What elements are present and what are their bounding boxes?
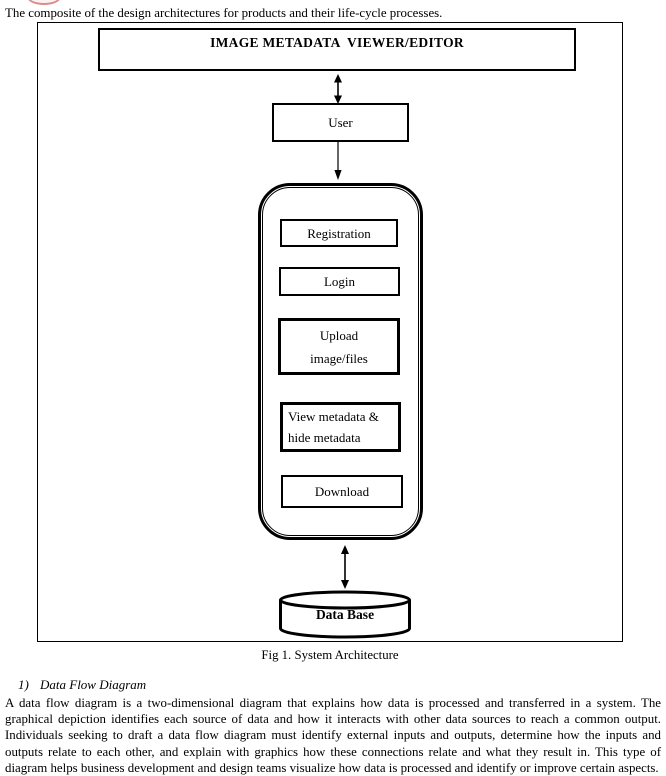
top-caption: The composite of the design architecture…: [5, 6, 443, 20]
app-rounded-container: [258, 183, 423, 540]
user-box: User: [272, 103, 409, 142]
view-metadata-label-line2: hide metadata: [288, 430, 361, 445]
login-label: Login: [323, 274, 356, 289]
user-box-label: User: [328, 114, 353, 130]
system-title-box: IMAGE METADATA VIEWER/EDITOR: [98, 28, 576, 71]
figure-frame: [37, 22, 623, 642]
section-heading-label: Data Flow Diagram: [40, 677, 147, 692]
body-paragraph: A data flow diagram is a two-dimensional…: [5, 696, 661, 775]
download-label: Download: [314, 484, 370, 499]
registration-box: Registration: [280, 219, 398, 247]
section-number: 1): [18, 677, 29, 692]
bidirectional-arrow-icon: [331, 74, 345, 104]
view-metadata-label-line1: View metadata &: [288, 409, 379, 424]
view-metadata-box: View metadata & hide metadata: [280, 402, 401, 452]
upload-label-line2: image/files: [310, 350, 368, 366]
red-oval-fragment: [27, 0, 61, 5]
app-rounded-container-inner-border: [262, 187, 419, 536]
upload-box: Upload image/files: [278, 318, 400, 375]
database-label: Data Base: [315, 607, 375, 622]
bidirectional-arrow-icon: [338, 545, 352, 589]
registration-label: Registration: [307, 225, 371, 241]
down-arrow-icon: [331, 142, 345, 180]
upload-label-line1: Upload: [319, 327, 359, 343]
login-box: Login: [279, 267, 400, 296]
download-box: Download: [281, 475, 403, 508]
section-heading: 1) Data Flow Diagram: [18, 677, 638, 693]
figure-caption: Fig 1. System Architecture: [261, 648, 399, 662]
database-icon: [278, 590, 412, 640]
